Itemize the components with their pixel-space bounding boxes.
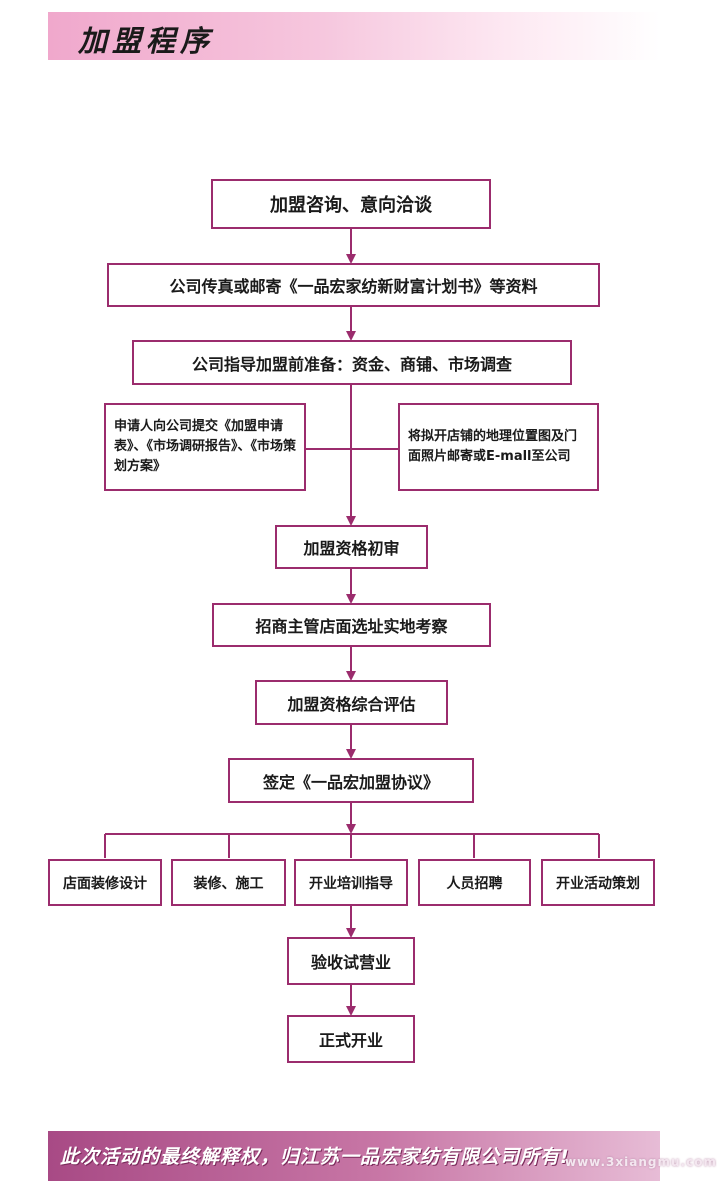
- flow-note-send-photos: 将拟开店铺的地理位置图及门面照片邮寄或E-mall至公司: [398, 403, 599, 491]
- flow-note-submit-application: 申请人向公司提交《加盟申请表》、《市场调研报告》、《市场策划方案》: [104, 403, 306, 491]
- flow-step-sign-agreement: 签定《一品宏加盟协议》: [228, 758, 474, 803]
- footer-bar: 此次活动的最终解释权，归江苏一品宏家纺有限公司所有!: [48, 1131, 660, 1181]
- footer-disclaimer: 此次活动的最终解释权，归江苏一品宏家纺有限公司所有!: [60, 1146, 570, 1168]
- watermark: www.3xiangmu.com: [565, 1155, 717, 1169]
- page-title: 加盟程序: [78, 24, 215, 58]
- flow-step-preparation: 公司指导加盟前准备：资金、商铺、市场调查: [132, 340, 572, 385]
- flow-step-comprehensive-evaluation: 加盟资格综合评估: [255, 680, 448, 725]
- flow-step-official-opening: 正式开业: [287, 1015, 415, 1063]
- header-bar: 加盟程序: [48, 12, 660, 60]
- flow-step-site-inspection: 招商主管店面选址实地考察: [212, 603, 491, 647]
- flow-step-initial-review: 加盟资格初审: [275, 525, 428, 569]
- flow-branch-store-design: 店面装修设计: [48, 859, 162, 906]
- flow-step-inquiry: 加盟咨询、意向洽谈: [211, 179, 491, 229]
- flow-branch-opening-event: 开业活动策划: [541, 859, 655, 906]
- flow-branch-construction: 装修、施工: [171, 859, 286, 906]
- flow-step-trial-operation: 验收试营业: [287, 937, 415, 985]
- flow-step-send-materials: 公司传真或邮寄《一品宏家纺新财富计划书》等资料: [107, 263, 600, 307]
- flow-branch-recruitment: 人员招聘: [418, 859, 531, 906]
- flow-branch-opening-training: 开业培训指导: [294, 859, 408, 906]
